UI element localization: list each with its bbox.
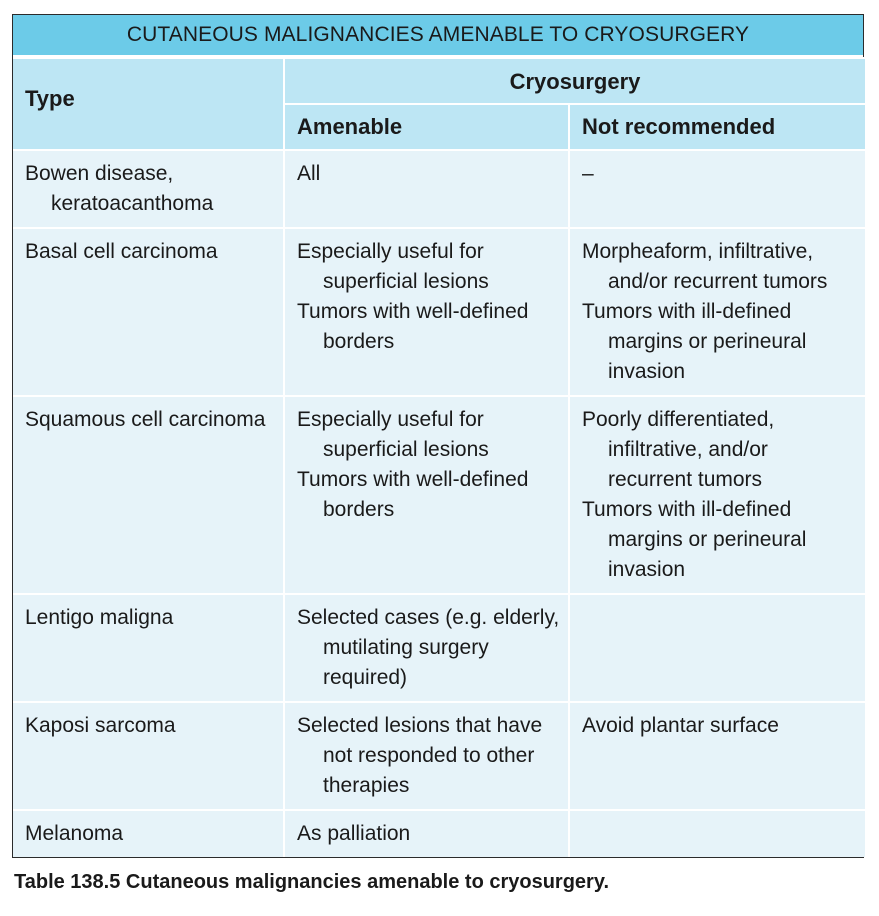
cell-amenable: Selected lesions that have not responded…: [283, 701, 570, 811]
cell-amenable: Especially useful for superficial lesion…: [283, 395, 570, 595]
cell-not-recommended: –: [569, 149, 865, 229]
table-row: Lentigo maligna Selected cases (e.g. elde…: [13, 593, 865, 703]
cell-line: Tumors with well-defined borders: [297, 300, 529, 353]
cell-not-recommended: Poorly differentiated, infiltrative, and…: [568, 395, 865, 595]
cell-amenable: Especially useful for superficial lesion…: [283, 227, 570, 397]
header-cryosurgery: Cryosurgery: [283, 57, 865, 105]
cell-not-recommended: Avoid plantar surface: [568, 701, 865, 811]
table-grid: Type Cryosurgery Amenable Not recommende…: [13, 57, 865, 857]
cell-amenable: All: [284, 149, 570, 229]
cell-line: Lentigo maligna: [25, 606, 174, 629]
cell-line: Selected cases (e.g. elderly, mutilating…: [297, 606, 560, 689]
cell-line: Squamous cell carcinoma: [25, 408, 266, 431]
cell-amenable: Selected cases (e.g. elderly, mutilating…: [283, 593, 570, 703]
cell-line: Especially useful for superficial lesion…: [297, 240, 489, 293]
cell-not-recommended: [568, 593, 865, 703]
cell-not-recommended: Morpheaform, infiltrative, and/or recurr…: [568, 227, 865, 397]
cell-line: As palliation: [297, 822, 411, 845]
cell-line: Selected lesions that have not responded…: [297, 714, 543, 797]
cell-amenable: As palliation: [283, 809, 570, 857]
header-not-recommended: Not recommended: [568, 103, 865, 151]
cell-line: All: [297, 162, 321, 185]
cell-line: Morpheaform, infiltrative, and/or recurr…: [582, 240, 828, 293]
cell-type: Basal cell carcinoma: [13, 227, 285, 397]
cryosurgery-table: CUTANEOUS MALIGNANCIES AMENABLE TO CRYOS…: [12, 14, 865, 858]
cell-type: Kaposi sarcoma: [13, 701, 285, 811]
cell-line: Especially useful for superficial lesion…: [297, 408, 489, 461]
table-body: Bowen disease, keratoacanthoma All – Basal …: [13, 149, 865, 857]
cell-line: Avoid plantar surface: [582, 714, 779, 737]
cell-type: Lentigo maligna: [13, 593, 285, 703]
cell-line: Bowen disease, keratoacanthoma: [25, 162, 214, 215]
cell-line: Tumors with ill-defined margins or perin…: [582, 300, 807, 383]
cell-line: Tumors with ill-defined margins or perin…: [582, 498, 807, 581]
cell-line: Basal cell carcinoma: [25, 240, 218, 263]
header-type: Type: [13, 57, 285, 151]
cell-line: Kaposi sarcoma: [25, 714, 176, 737]
cell-line: Poorly differentiated, infiltrative, and…: [582, 408, 775, 491]
table-row: Squamous cell carcinoma Especially useful…: [13, 395, 865, 595]
header-amenable: Amenable: [284, 103, 570, 151]
cell-type: Bowen disease, keratoacanthoma: [13, 149, 285, 229]
table-row: Basal cell carcinoma Especially useful fo…: [13, 227, 865, 397]
cell-type: Squamous cell carcinoma: [13, 395, 285, 595]
cell-not-recommended: [568, 809, 865, 857]
cell-line: Melanoma: [25, 822, 124, 845]
table-row: Kaposi sarcoma Selected lesions that have…: [13, 701, 865, 811]
table-row: Bowen disease, keratoacanthoma All –: [13, 149, 865, 229]
table-row: Melanoma As palliation: [13, 809, 865, 857]
cell-line: –: [582, 162, 594, 185]
table-caption: Table 138.5 Cutaneous malignancies amena…: [14, 871, 610, 893]
cell-line: Tumors with well-defined borders: [297, 468, 529, 521]
cell-type: Melanoma: [13, 809, 285, 857]
table-title: CUTANEOUS MALIGNANCIES AMENABLE TO CRYOS…: [13, 15, 863, 57]
